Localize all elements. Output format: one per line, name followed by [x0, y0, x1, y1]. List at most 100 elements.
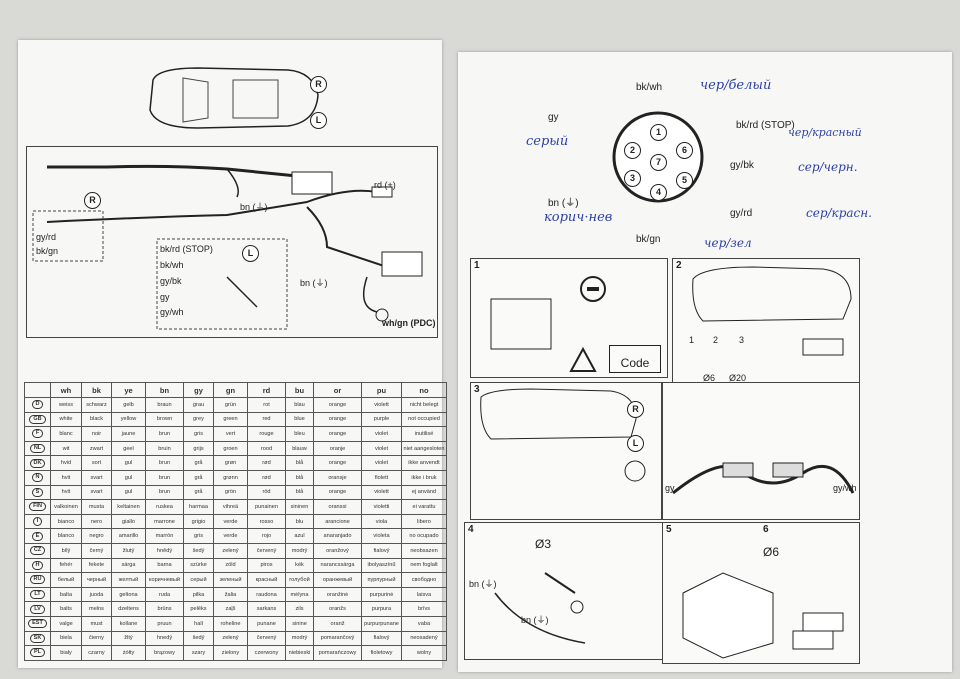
table-cell: kék: [285, 557, 314, 574]
table-cell: neosadený: [401, 630, 447, 647]
table-cell: žltý: [111, 630, 146, 647]
table-cell: blau: [285, 397, 314, 413]
table-cell: fekete: [81, 557, 112, 574]
note-bn: корич·нев: [544, 210, 613, 225]
table-cell: barna: [145, 557, 184, 574]
country-code: CZ: [24, 542, 51, 559]
table-cell: brun: [145, 469, 184, 486]
table-cell: hvid: [50, 455, 82, 471]
table-cell: balts: [50, 601, 82, 617]
pin-6: 6: [676, 142, 693, 159]
step-number: 5: [666, 524, 672, 535]
column-header: pu: [361, 382, 402, 398]
country-badge: GB: [29, 414, 46, 424]
table-cell: rot: [247, 397, 286, 413]
table-cell: rød: [247, 469, 286, 486]
note-gy-bk: сер/черн.: [798, 160, 858, 174]
table-cell: dzeltens: [111, 601, 146, 617]
country-code: LT: [24, 586, 51, 603]
table-cell: juoda: [81, 586, 112, 603]
table-cell: svart: [81, 484, 112, 501]
car-top-view-illustration: [149, 67, 319, 129]
country-badge: PL: [29, 648, 46, 658]
gy-wh-label: gy/wh: [160, 307, 184, 317]
country-badge: H: [31, 560, 44, 570]
table-cell: purple: [361, 411, 402, 428]
table-cell: sarkans: [247, 601, 286, 617]
table-cell: grigio: [183, 513, 214, 530]
table-cell: yellow: [111, 411, 146, 428]
table-cell: зеленый: [213, 572, 248, 588]
table-cell: roheline: [213, 615, 248, 632]
table-cell: blu: [285, 513, 314, 530]
table-cell: ikke anvendt: [401, 455, 447, 471]
table-cell: inutilisé: [401, 426, 447, 442]
table-cell: rosso: [247, 513, 286, 530]
bk-gn-label: bk/gn: [36, 246, 59, 256]
country-code: S: [24, 484, 51, 501]
table-cell: bleu: [285, 426, 314, 442]
country-code: E: [24, 528, 51, 544]
table-cell: blå: [285, 484, 314, 501]
table-cell: narancssárga: [313, 557, 362, 574]
gy-rd-label: gy/rd: [36, 232, 57, 242]
step-2-panel: 2 1 2 3 Ø6 Ø20: [672, 258, 860, 388]
table-cell: zwart: [81, 440, 112, 457]
country-badge: NL: [29, 444, 46, 454]
step3-gy-label: gy: [665, 483, 675, 493]
table-cell: gul: [111, 469, 146, 486]
pin-5: 5: [676, 172, 693, 189]
table-cell: grønn: [213, 469, 248, 486]
socket-gy-rd: gy/rd: [730, 208, 753, 219]
table-cell: jaune: [111, 426, 146, 442]
table-cell: braun: [145, 397, 184, 413]
table-cell: hall: [183, 615, 214, 632]
table-cell: rouge: [247, 426, 286, 442]
table-cell: zelený: [213, 542, 248, 559]
table-cell: must: [81, 615, 112, 632]
table-cell: purpurpunane: [361, 615, 402, 632]
table-cell: fehér: [50, 557, 82, 574]
table-cell: modrý: [285, 542, 314, 559]
table-cell: fioletowy: [361, 645, 402, 661]
country-code: NL: [24, 440, 51, 457]
gy-bk-label: gy/bk: [160, 276, 182, 286]
table-cell: not occupied: [401, 411, 447, 428]
country-badge: F: [31, 429, 44, 439]
step-number: 2: [676, 260, 682, 271]
table-cell: nem foglalt: [401, 557, 447, 574]
country-badge: SK: [29, 633, 46, 643]
table-cell: amarillo: [111, 528, 146, 544]
table-cell: orange: [313, 397, 362, 413]
step-number: 1: [474, 260, 480, 271]
table-cell: żółty: [111, 645, 146, 661]
pin-1: 1: [650, 124, 667, 141]
tool-1: 1: [689, 335, 695, 345]
column-header: gy: [183, 382, 214, 398]
country-code: I: [24, 513, 51, 530]
table-cell: rood: [247, 440, 286, 457]
country-badge: DK: [29, 458, 46, 468]
country-badge: FIN: [29, 502, 46, 512]
table-cell: wit: [50, 440, 82, 457]
table-cell: brīvs: [401, 601, 447, 617]
table-cell: gris: [183, 426, 214, 442]
socket-gy-bk: gy/bk: [730, 160, 754, 171]
table-cell: grau: [183, 397, 214, 413]
table-cell: green: [213, 411, 248, 428]
table-cell: hnědý: [145, 542, 184, 559]
table-cell: negro: [81, 528, 112, 544]
country-code: LV: [24, 601, 51, 617]
table-cell: žlutý: [111, 542, 146, 559]
country-badge: I: [32, 517, 43, 527]
column-header: wh: [50, 382, 82, 398]
table-cell: zelený: [213, 630, 248, 647]
table-cell: biały: [50, 645, 82, 661]
country-code: GB: [24, 411, 51, 428]
